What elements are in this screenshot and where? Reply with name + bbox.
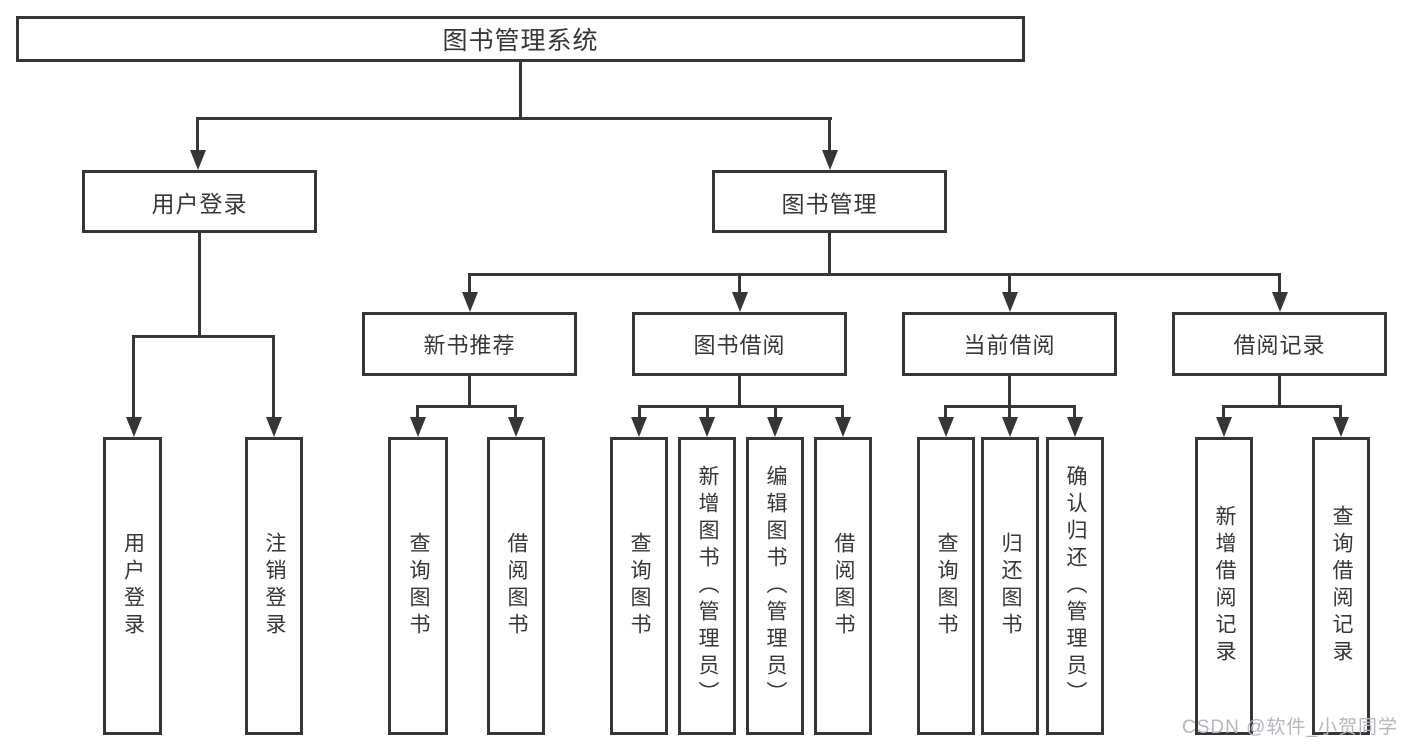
leaf-cur-confirm-return-admin: 确认归还（管理员）: [1046, 437, 1104, 735]
arrow-down-user-login: [190, 150, 206, 170]
edge-borrow-split: [638, 405, 844, 408]
edge-root-stem: [519, 60, 522, 117]
watermark: CSDN @软件_小贺同学: [1182, 717, 1398, 738]
edge-drop-recommend: [468, 273, 471, 292]
edge-drop-bor-add: [706, 405, 709, 417]
edge-drop-rec-query: [416, 405, 419, 417]
leaf-user-login-label: 用户登录: [121, 532, 145, 640]
arrow-down-rec-query: [410, 417, 426, 437]
edge-recommend-stem: [468, 376, 471, 407]
leaf-cur-return-books: 归还图书: [981, 437, 1039, 735]
arrow-down-cur-query: [938, 417, 954, 437]
edge-drop-records: [1278, 273, 1281, 292]
leaf-recd-add-record: 新增借阅记录: [1195, 437, 1253, 735]
edge-user-login-split: [132, 335, 275, 338]
leaf-bor-edit-books-admin: 编辑图书（管理员）: [746, 437, 804, 735]
edge-drop-current: [1008, 273, 1011, 292]
edge-book-mgmt-stem: [828, 233, 831, 273]
node-user-login: 用户登录: [82, 170, 317, 233]
leaf-bor-query-books: 查询图书: [610, 437, 668, 735]
node-borrow-records-label: 借阅记录: [1233, 333, 1326, 358]
edge-drop-bor-edit: [774, 405, 777, 417]
leaf-rec-query-books: 查询图书: [388, 437, 448, 735]
edge-records-split: [1222, 405, 1342, 408]
arrow-down-borrow: [732, 292, 748, 312]
edge-recommend-split: [416, 405, 517, 408]
edge-drop-book-mgmt: [828, 117, 831, 150]
node-book-borrow: 图书借阅: [632, 312, 847, 376]
edge-user-login-stem: [198, 233, 201, 335]
arrow-down-recd-add: [1216, 417, 1232, 437]
edge-drop-leaf-user-login: [132, 335, 135, 417]
leaf-bor-add-books-admin: 新增图书（管理员）: [678, 437, 736, 735]
node-book-borrow-label: 图书借阅: [693, 333, 786, 358]
leaf-rec-borrow-books: 借阅图书: [487, 437, 545, 735]
leaf-logout: 注销登录: [245, 437, 303, 735]
arrow-down-recd-query: [1333, 417, 1349, 437]
arrow-down-recommend: [462, 292, 478, 312]
arrow-down-bor-edit: [767, 417, 783, 437]
edge-drop-bor-query: [638, 405, 641, 417]
edge-drop-leaf-logout: [272, 335, 275, 417]
leaf-logout-label: 注销登录: [263, 532, 286, 640]
leaf-recd-query-record-label: 查询借阅记录: [1330, 505, 1353, 667]
edge-drop-cur-query: [944, 405, 947, 417]
leaf-user-login: 用户登录: [103, 437, 162, 735]
arrow-down-bor-borrow: [835, 417, 851, 437]
leaf-cur-return-books-label: 归还图书: [999, 532, 1022, 640]
node-root: 图书管理系统: [16, 16, 1025, 62]
edge-drop-user-login: [196, 117, 199, 150]
leaf-cur-confirm-return-admin-label: 确认归还（管理员）: [1064, 464, 1087, 708]
arrow-down-records: [1272, 292, 1288, 312]
node-root-label: 图书管理系统: [442, 27, 599, 55]
node-new-book-recommend-label: 新书推荐: [423, 333, 516, 358]
edge-current-stem: [1008, 376, 1011, 407]
leaf-bor-edit-books-admin-label: 编辑图书（管理员）: [764, 464, 787, 708]
arrow-down-rec-borrow: [508, 417, 524, 437]
leaf-cur-query-books: 查询图书: [917, 437, 975, 735]
edge-drop-bor-borrow: [841, 405, 844, 417]
node-book-mgmt-label: 图书管理: [781, 190, 878, 217]
node-current-borrow: 当前借阅: [902, 312, 1117, 376]
arrow-down-leaf-logout: [266, 417, 282, 437]
edge-drop-borrow: [738, 273, 741, 292]
arrow-down-cur-confirm: [1067, 417, 1083, 437]
edge-drop-recd-add: [1222, 405, 1225, 417]
node-current-borrow-label: 当前借阅: [963, 333, 1056, 358]
leaf-cur-query-books-label: 查询图书: [935, 532, 958, 640]
leaf-bor-borrow-books-label: 借阅图书: [832, 532, 855, 640]
arrow-down-cur-return: [1002, 417, 1018, 437]
node-borrow-records: 借阅记录: [1172, 312, 1387, 376]
leaf-bor-borrow-books: 借阅图书: [814, 437, 872, 735]
edge-book-mgmt-split: [468, 273, 1281, 276]
leaf-bor-add-books-admin-label: 新增图书（管理员）: [696, 464, 719, 708]
node-book-mgmt: 图书管理: [712, 170, 947, 233]
node-user-login-label: 用户登录: [151, 190, 248, 217]
edge-root-split: [196, 117, 832, 120]
leaf-recd-add-record-label: 新增借阅记录: [1213, 505, 1236, 667]
arrow-down-book-mgmt: [822, 150, 838, 170]
edge-records-stem: [1278, 376, 1281, 407]
leaf-recd-query-record: 查询借阅记录: [1312, 437, 1370, 735]
edge-drop-recd-query: [1339, 405, 1342, 417]
arrow-down-bor-query: [631, 417, 647, 437]
leaf-bor-query-books-label: 查询图书: [628, 532, 651, 640]
edge-drop-cur-return: [1008, 405, 1011, 417]
edge-drop-rec-borrow: [514, 405, 517, 417]
leaf-rec-borrow-books-label: 借阅图书: [505, 532, 528, 640]
leaf-rec-query-books-label: 查询图书: [407, 532, 430, 640]
edge-drop-cur-confirm: [1073, 405, 1076, 417]
node-new-book-recommend: 新书推荐: [362, 312, 577, 376]
arrow-down-leaf-user-login: [126, 417, 142, 437]
arrow-down-current: [1002, 292, 1018, 312]
edge-borrow-stem: [738, 376, 741, 407]
arrow-down-bor-add: [699, 417, 715, 437]
